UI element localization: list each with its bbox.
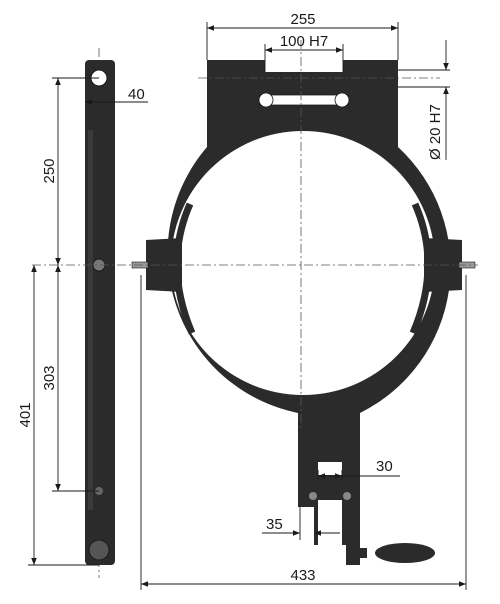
clamp-ring <box>167 60 451 565</box>
bottom-right-bolt <box>343 492 351 500</box>
handle-grip <box>375 543 435 563</box>
dimension-lines <box>31 25 466 587</box>
side-bar-highlight <box>88 130 93 510</box>
dim-top-width: 255 <box>290 11 315 28</box>
side-view <box>85 48 115 578</box>
bottom-left-bolt <box>309 492 317 500</box>
dim-total-height: 401 <box>17 402 34 427</box>
dim-overall-width: 433 <box>290 567 315 584</box>
front-view <box>131 60 476 565</box>
dim-hole-diameter: Ø 20 H7 <box>427 104 444 160</box>
dim-side-depth: 40 <box>128 86 145 103</box>
dim-slot-width: 100 H7 <box>280 33 328 50</box>
top-slot-left-end <box>258 92 274 108</box>
top-slot <box>265 94 343 106</box>
dim-lower-pitch: 303 <box>41 365 58 390</box>
side-bottom-knob <box>88 539 110 561</box>
handle-stem <box>347 548 367 558</box>
dim-tab-offset: 35 <box>266 516 283 533</box>
dim-tab-gap: 30 <box>376 458 393 475</box>
dim-upper-pitch: 250 <box>41 158 58 183</box>
top-slot-right-end <box>334 92 350 108</box>
